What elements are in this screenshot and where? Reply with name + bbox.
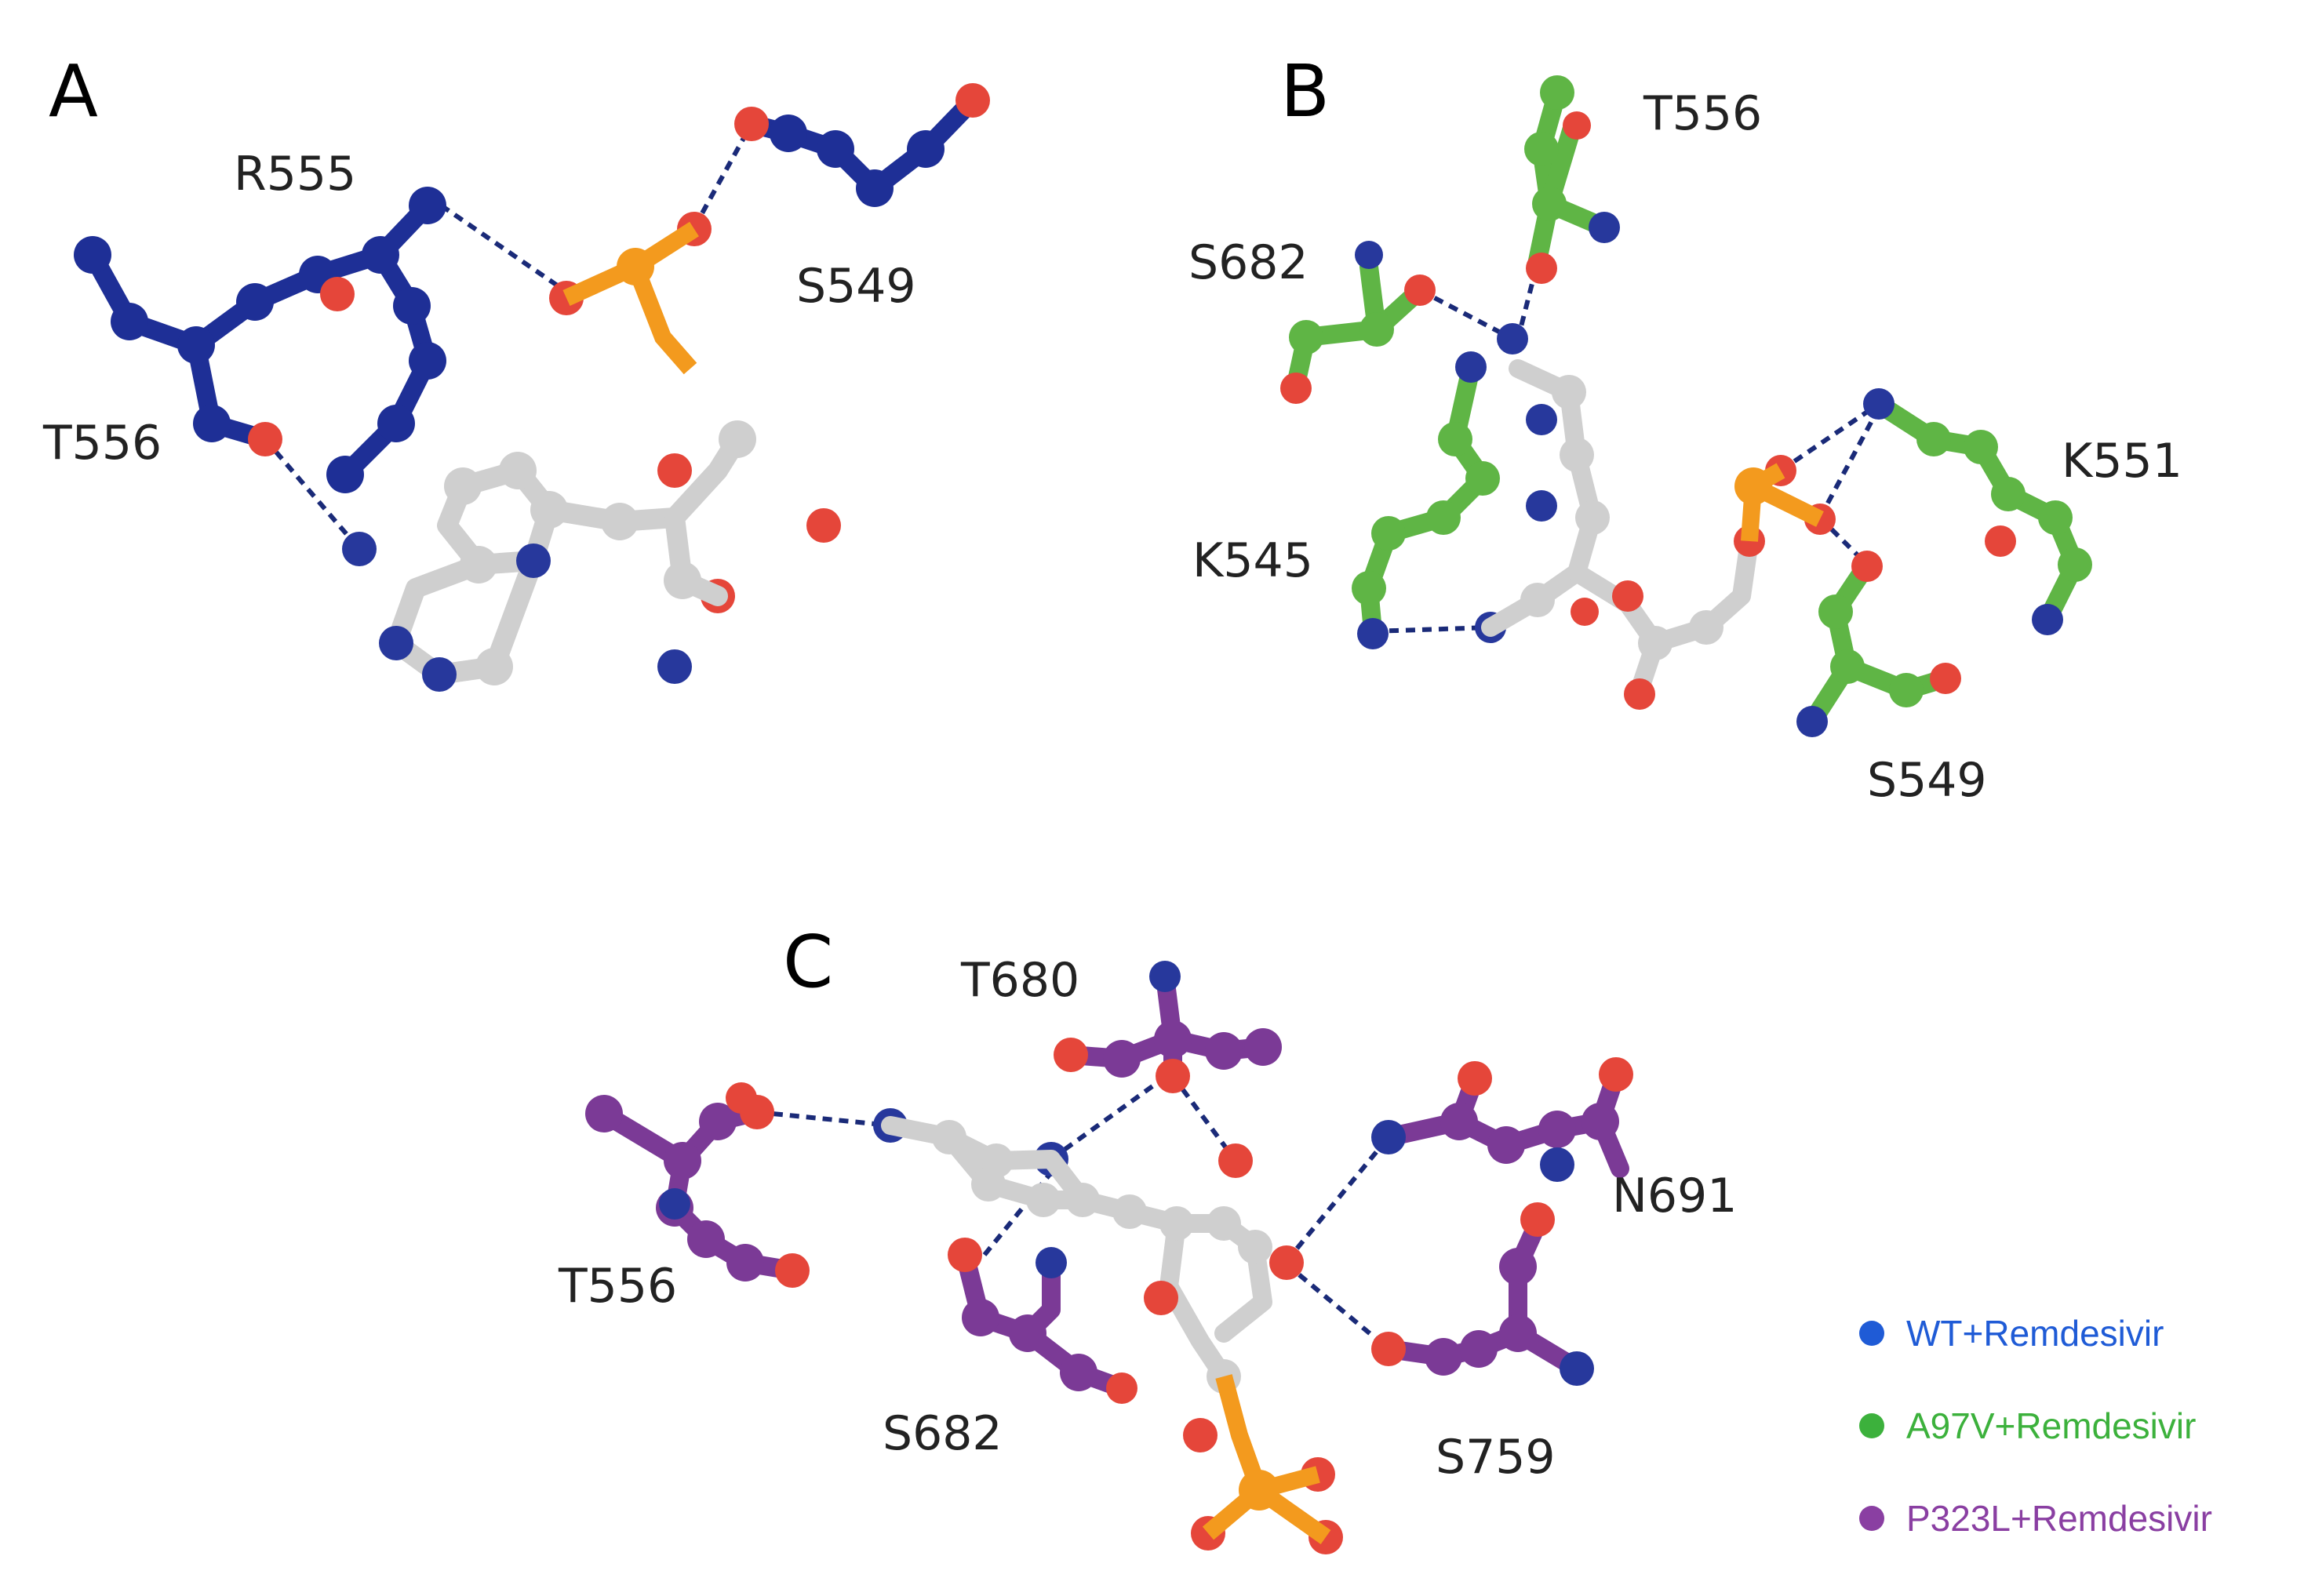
residue-label: S549	[1867, 753, 1987, 808]
panel-c-p323l-atoms	[585, 1020, 1619, 1391]
ligand-ring-2	[386, 551, 544, 685]
panel-b-letter: B	[1280, 49, 1330, 133]
panel-c: C	[558, 920, 1737, 1554]
legend-dot	[1859, 1413, 1884, 1438]
panel-c-n-atoms	[659, 961, 1594, 1386]
panel-a-letter: A	[49, 49, 98, 133]
panel-b-phosphate	[1734, 463, 1824, 542]
panel-a-hbonds	[263, 122, 754, 551]
residue-chain-t556	[1527, 83, 1567, 278]
panel-c-letter: C	[783, 920, 833, 1004]
residue-chain-k545	[1359, 359, 1492, 641]
panel-a-ligand-atoms	[444, 420, 756, 685]
hbond	[1516, 267, 1538, 340]
residue-label: T556	[1643, 86, 1762, 141]
panel-a: A	[42, 49, 990, 692]
residue-label: S759	[1436, 1430, 1556, 1485]
panel-c-o-atoms	[726, 1038, 1633, 1554]
panel-c-ligand	[881, 1116, 1272, 1386]
hbond	[426, 194, 568, 294]
hbond	[1170, 1074, 1238, 1162]
panel-c-phosphate	[1202, 1374, 1331, 1544]
residue-label: T680	[960, 953, 1079, 1008]
panel-a-phosphate	[562, 221, 699, 375]
residue-label: K551	[2062, 434, 2182, 489]
ligand-ring	[940, 1128, 1092, 1209]
residue-label: T556	[558, 1259, 677, 1314]
hbond	[263, 438, 362, 551]
panel-a-wt-atoms	[74, 115, 945, 493]
legend-item-p323l: P323L+Remdesivir	[1859, 1498, 2212, 1539]
panel-b: B	[1188, 49, 2182, 808]
panel-c-p323l-residues	[595, 967, 1629, 1398]
legend: WT+Remdesivir A97V+Remdesivir P323L+Remd…	[1859, 1313, 2212, 1539]
legend-item-wt: WT+Remdesivir	[1859, 1313, 2164, 1354]
residue-label: S549	[796, 259, 916, 314]
hbond	[756, 1110, 891, 1128]
residue-chain-s549	[1803, 555, 1955, 731]
ligand-sugar	[1159, 1214, 1272, 1386]
residue-label: R555	[234, 147, 356, 202]
residue-label: T556	[42, 416, 162, 471]
legend-dot	[1859, 1321, 1884, 1346]
panel-a-ligand-n	[342, 532, 692, 692]
legend-label: P323L+Remdesivir	[1906, 1498, 2212, 1539]
residue-label: S682	[1188, 235, 1309, 290]
panel-b-n-atoms	[1355, 212, 2063, 737]
legend-dot	[1859, 1506, 1884, 1531]
hbond	[1372, 625, 1491, 634]
legend-item-a97v: A97V+Remdesivir	[1859, 1405, 2196, 1446]
panel-c-ligand-atoms	[932, 1120, 1272, 1394]
legend-label: WT+Remdesivir	[1906, 1313, 2164, 1354]
hbond	[1284, 1136, 1391, 1263]
hbond	[1285, 1262, 1390, 1351]
panel-b-a97v-atoms	[1289, 75, 2092, 707]
residue-label: N691	[1612, 1169, 1737, 1223]
hbond	[1779, 402, 1880, 473]
hbond	[692, 122, 754, 229]
legend-label: A97V+Remdesivir	[1906, 1405, 2196, 1446]
residue-label: S682	[883, 1406, 1003, 1461]
hbond	[1418, 288, 1514, 341]
hbond	[1818, 406, 1881, 519]
hbond	[1050, 1072, 1170, 1162]
ligand-chain	[539, 429, 748, 532]
panel-b-ligand-atoms	[1520, 375, 1723, 660]
residue-label: K545	[1192, 533, 1313, 588]
